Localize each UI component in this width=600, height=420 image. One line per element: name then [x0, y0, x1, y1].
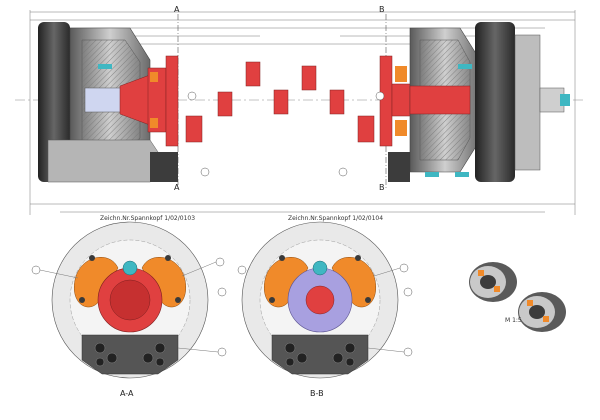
right-nut	[388, 152, 410, 182]
detail-b-teal-pin	[312, 260, 328, 276]
section-a-bottom-label: A	[174, 183, 180, 192]
left-nut	[150, 152, 178, 182]
left-orange-jaw-bottom	[150, 118, 158, 128]
detail-left-title: Zeichn.Nr.Spannkopf 1/02/0103	[100, 215, 195, 222]
right-cover	[514, 34, 541, 171]
detail-a-callouts	[31, 257, 227, 357]
render-3d-top	[469, 262, 517, 302]
callouts-top	[187, 91, 385, 177]
detail-view-a: Zeichn.Nr.Spannkopf 1/02/0103 A-A	[31, 215, 227, 398]
render-3d-bottom	[518, 292, 566, 332]
detail-a-red-core	[109, 279, 151, 321]
right-teal-part-3	[458, 64, 472, 69]
detail-view-b: Zeichn.Nr.Spannkopf 1/02/0104 B-B	[237, 215, 413, 398]
right-drum-outer	[475, 22, 515, 182]
left-chuck-assembly	[38, 22, 179, 183]
caption-a: A-A	[120, 389, 134, 398]
caption-b: B-B	[310, 389, 324, 398]
detail-b-callouts	[237, 263, 413, 357]
detail-a-teal-pin	[122, 260, 138, 276]
right-teal-part-1	[425, 172, 439, 177]
left-red-plate	[165, 55, 179, 147]
left-orange-jaw-top	[150, 72, 158, 82]
right-chuck-assembly	[379, 22, 570, 182]
right-red-plate	[379, 55, 393, 147]
left-teal-part-1	[98, 64, 112, 69]
center-red-blocks	[185, 61, 375, 143]
scale-label: M 1:5	[505, 317, 522, 324]
detail-right-title: Zeichn.Nr.Spannkopf 1/02/0104	[288, 215, 383, 222]
detail-b-bolts	[284, 342, 356, 367]
detail-b-screws	[269, 255, 371, 303]
right-orange-jaw-top	[395, 66, 407, 82]
right-teal-part-2	[455, 172, 469, 177]
detail-a-screws	[79, 255, 181, 303]
right-orange-jaw-bottom	[395, 120, 407, 136]
detail-b-bottom-block	[271, 334, 369, 375]
right-stub-tip	[560, 94, 570, 106]
section-b-bottom-label: B	[379, 183, 385, 192]
detail-a-bolts	[94, 342, 166, 367]
section-b-top-label: B	[379, 5, 385, 14]
right-red-bore	[409, 85, 471, 115]
section-a-top-label: A	[174, 5, 180, 14]
detail-b-red-core	[305, 285, 335, 315]
detail-a-bottom-block	[81, 334, 179, 375]
